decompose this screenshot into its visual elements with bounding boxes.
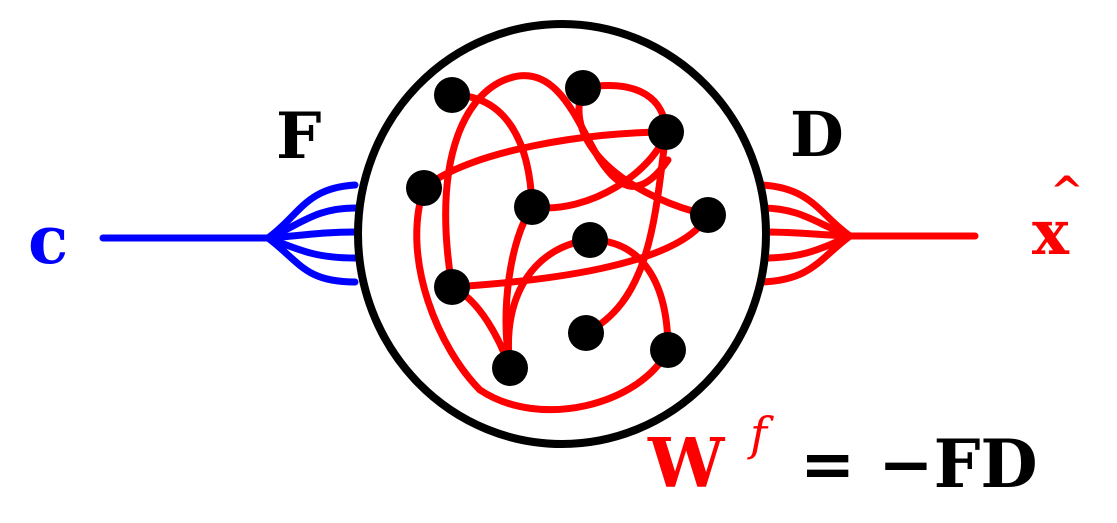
input-fan-3	[264, 228, 359, 242]
node	[434, 269, 470, 305]
node	[434, 77, 470, 113]
node	[690, 197, 726, 233]
input-fan-5	[264, 234, 359, 286]
edge-3	[575, 84, 712, 219]
node	[492, 350, 528, 386]
weight-label: W	[647, 424, 726, 504]
node	[650, 332, 686, 368]
weight-superscript: f	[747, 407, 774, 461]
output-fan-3	[758, 228, 854, 240]
node	[514, 189, 550, 225]
output-label: x	[1032, 196, 1070, 269]
input-connections	[99, 181, 359, 286]
edge-7	[442, 72, 672, 291]
output-connections	[758, 181, 979, 286]
edge-9	[413, 184, 672, 414]
node	[406, 170, 442, 206]
edge-8	[448, 211, 712, 291]
decoder-label: D	[790, 98, 844, 171]
encoder-label: F	[276, 99, 321, 174]
nodes	[406, 70, 726, 386]
node	[565, 70, 601, 106]
weight-equation-rhs: = −FD	[800, 425, 1038, 503]
input-label: c	[28, 201, 68, 279]
node	[572, 222, 608, 258]
output-hat-label: ^	[1050, 168, 1084, 215]
output-fan-5	[758, 232, 854, 286]
node	[568, 315, 604, 351]
node	[648, 114, 684, 150]
